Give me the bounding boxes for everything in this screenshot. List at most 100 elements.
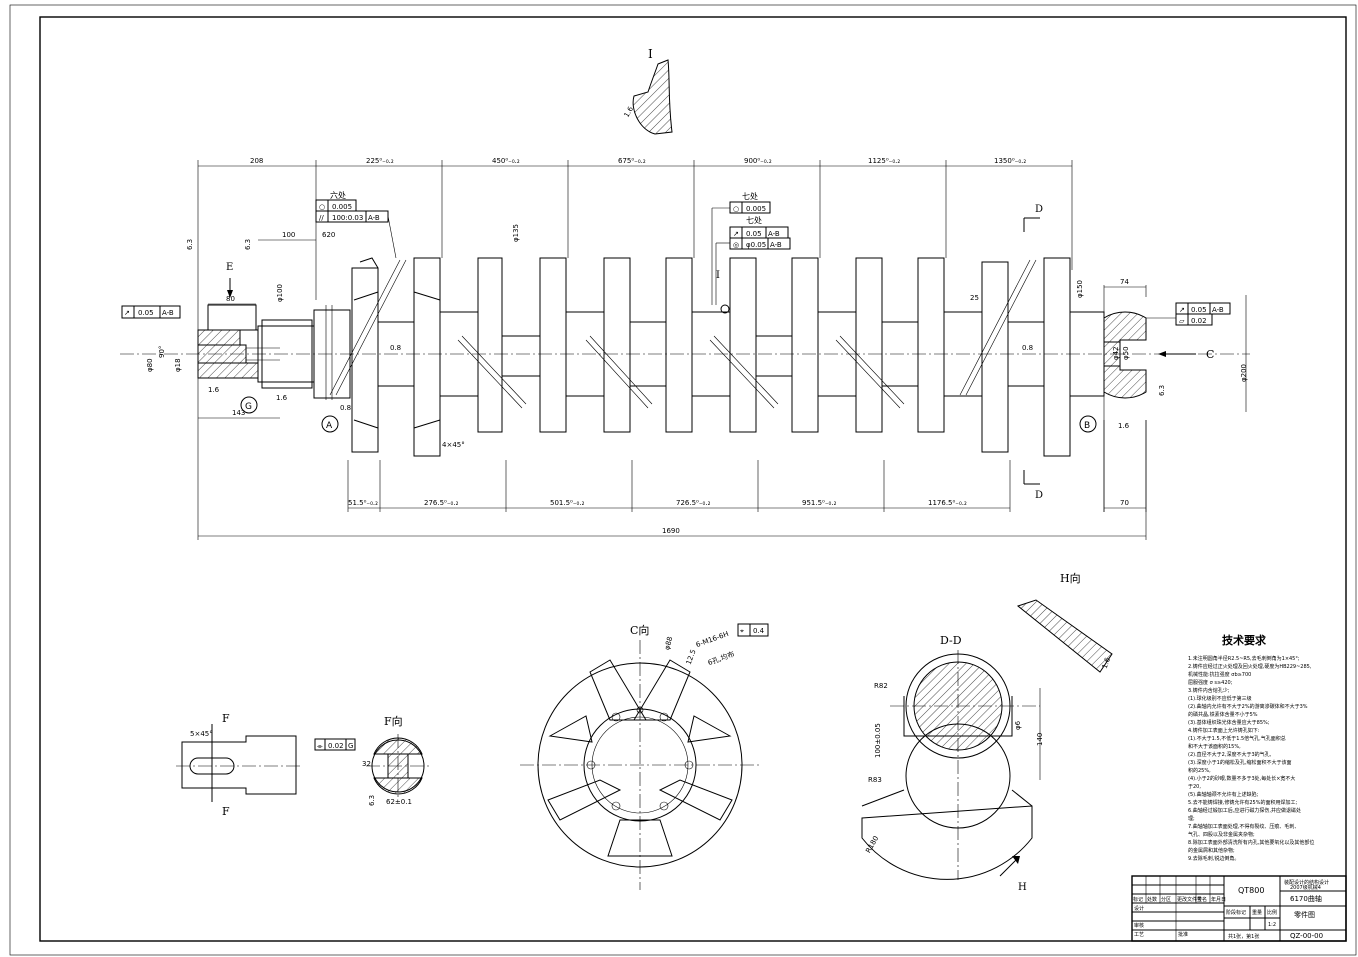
svg-text:↗: ↗ — [1179, 306, 1185, 314]
material-text: QT800 — [1238, 886, 1264, 895]
dia-18: φ18 — [174, 358, 182, 372]
svg-text:H: H — [1018, 882, 1027, 893]
svg-text:↗: ↗ — [124, 309, 130, 317]
svg-text:(3).深度小于1的缩松及孔,缩松面积不大于该面: (3).深度小于1的缩松及孔,缩松面积不大于该面 — [1188, 759, 1291, 766]
dim-80: 80 — [226, 295, 235, 303]
dim-74: 74 — [1120, 278, 1129, 286]
dim-143: 143 — [232, 409, 245, 417]
svg-text:更改文件号: 更改文件号 — [1177, 896, 1202, 903]
svg-text:↗: ↗ — [733, 230, 739, 238]
dia-200: φ200 — [1240, 364, 1248, 382]
svg-text:1.6: 1.6 — [276, 394, 288, 402]
dim-70: 70 — [1120, 499, 1129, 507]
dim-225: 225⁰₋₀.₂ — [366, 157, 394, 165]
crank-webs — [329, 257, 1147, 457]
svg-text:共1张，第1张: 共1张，第1张 — [1228, 933, 1259, 940]
svg-text:φ88: φ88 — [663, 636, 674, 651]
svg-text:5.去不能铸焊接,修铸允许有25%的面积用焊加工;: 5.去不能铸焊接,修铸允许有25%的面积用焊加工; — [1188, 799, 1297, 806]
svg-text:于20,: 于20, — [1188, 784, 1201, 790]
svg-text:工艺: 工艺 — [1134, 932, 1144, 938]
svg-text:0.05: 0.05 — [138, 309, 154, 317]
detail-i-view: I 1.6 — [623, 47, 673, 135]
svg-text:气孔、四股以及非金属夹杂物;: 气孔、四股以及非金属夹杂物; — [1188, 831, 1255, 838]
dia-150: φ150 — [1076, 280, 1084, 298]
view-g-label: G — [245, 402, 252, 412]
svg-text:理;: 理; — [1188, 816, 1195, 822]
view-c-label: C — [1206, 348, 1214, 361]
svg-text:R83: R83 — [868, 776, 882, 784]
svg-text:6.3: 6.3 — [244, 239, 252, 250]
svg-text:0.8: 0.8 — [390, 344, 401, 352]
drawing-number: QZ-00-00 — [1290, 932, 1323, 940]
svg-text:A-B: A-B — [770, 241, 782, 249]
svg-text:批准: 批准 — [1178, 931, 1188, 938]
svg-text:签名: 签名 — [1197, 896, 1207, 903]
dim-1350: 1350⁰₋₀.₂ — [994, 157, 1026, 165]
svg-text:⌯: ⌯ — [317, 742, 323, 750]
svg-text:○: ○ — [319, 203, 325, 211]
datum-a: A — [326, 421, 333, 431]
svg-text:(2).直径不大于2,深度不大于3的气孔,: (2).直径不大于2,深度不大于3的气孔, — [1188, 751, 1272, 758]
view-f-end: F向 ⌯ 0.02 G 32 62±0.1 6.3 — [314, 714, 430, 806]
svg-text:F向: F向 — [384, 714, 403, 728]
svg-text:6-M16-6H: 6-M16-6H — [695, 630, 730, 649]
svg-text:6.3: 6.3 — [1158, 385, 1166, 396]
svg-text:1:2: 1:2 — [1268, 922, 1276, 928]
svg-text:A-B: A-B — [368, 214, 380, 222]
outer-frame — [9, 4, 1357, 956]
dim-100: 100 — [282, 231, 295, 239]
svg-text:G: G — [348, 742, 353, 750]
dim-1690: 1690 — [662, 527, 680, 535]
detail-i-label: I — [648, 47, 653, 61]
svg-text:F: F — [222, 805, 230, 818]
dia-42: φ42 — [1112, 346, 1120, 360]
svg-text:I: I — [716, 270, 720, 281]
top-dimension-chain: 208 225⁰₋₀.₂ 450⁰₋₀.₂ 675⁰₋₀.₂ 900⁰₋₀.₂ … — [197, 157, 1073, 540]
svg-text:0.8: 0.8 — [340, 404, 351, 412]
dia-100: φ100 — [276, 284, 284, 302]
svg-text:φ0.05: φ0.05 — [746, 241, 766, 249]
title-block: 标记 处数 分区 更改文件号 签名 年月日 设计 审核 工艺 批准 QT800 … — [1131, 875, 1347, 942]
svg-text:4.铸件加工表面上允许铸孔如下:: 4.铸件加工表面上允许铸孔如下: — [1188, 727, 1260, 734]
svg-text:A-B: A-B — [1212, 306, 1224, 314]
dim-900: 900⁰₋₀.₂ — [744, 157, 772, 165]
svg-text:0.05: 0.05 — [746, 230, 762, 238]
svg-text:0.8: 0.8 — [1022, 344, 1033, 352]
technical-requirements: 技术要求 1.未注明圆角半径R2.5~R5,去毛刺倒角为1×45°; 2.铸件应… — [1188, 633, 1314, 862]
svg-text:A-B: A-B — [768, 230, 780, 238]
svg-text:32: 32 — [362, 760, 371, 768]
dim-675: 675⁰₋₀.₂ — [618, 157, 646, 165]
svg-text:6孔,均布: 6孔,均布 — [707, 649, 736, 667]
svg-text:(1).球化级别不应低于第三级: (1).球化级别不应低于第三级 — [1188, 695, 1252, 702]
svg-text:年月日: 年月日 — [1211, 896, 1226, 903]
svg-text:的金属屑和其他杂物;: 的金属屑和其他杂物; — [1188, 847, 1235, 854]
svg-text:和不大于该面积的15%,: 和不大于该面积的15%, — [1188, 743, 1241, 750]
svg-text:F: F — [222, 712, 230, 725]
dim-208: 208 — [250, 157, 263, 165]
dia-80: φ80 — [146, 358, 154, 372]
svg-text:◎: ◎ — [733, 241, 739, 249]
svg-text:○: ○ — [733, 205, 739, 213]
dim-1176-5: 1176.5⁰₋₀.₂ — [928, 499, 967, 507]
section-d-top: D — [1035, 204, 1043, 215]
svg-text:积的25%,: 积的25%, — [1188, 767, 1211, 774]
svg-text:0.005: 0.005 — [332, 203, 352, 211]
svg-text:(3).基体组织珠光体含量应大于85%;: (3).基体组织珠光体含量应大于85%; — [1188, 719, 1270, 726]
svg-text:6.3: 6.3 — [368, 795, 376, 806]
part-name: 6170曲轴 — [1290, 894, 1322, 903]
part-type: 零件图 — [1294, 910, 1315, 919]
svg-text:7.曲轴轴加工表面处理,不得有裂纹、压痕、毛刺、: 7.曲轴轴加工表面处理,不得有裂纹、压痕、毛刺、 — [1188, 823, 1299, 830]
svg-text:六处: 六处 — [330, 190, 346, 200]
svg-text:▱: ▱ — [1179, 317, 1185, 325]
svg-text:62±0.1: 62±0.1 — [386, 798, 412, 806]
svg-text:处数: 处数 — [1147, 896, 1157, 903]
svg-text:0.4: 0.4 — [753, 627, 765, 635]
svg-text:100:0.03: 100:0.03 — [332, 214, 363, 222]
view-f-side: F F 5×45° — [176, 712, 300, 818]
svg-text:100±0.05: 100±0.05 — [874, 723, 882, 758]
dim-1125: 1125⁰₋₀.₂ — [868, 157, 900, 165]
svg-text:12.5: 12.5 — [685, 648, 698, 665]
svg-text:1.6: 1.6 — [1101, 656, 1113, 670]
dim-450: 450⁰₋₀.₂ — [492, 157, 520, 165]
